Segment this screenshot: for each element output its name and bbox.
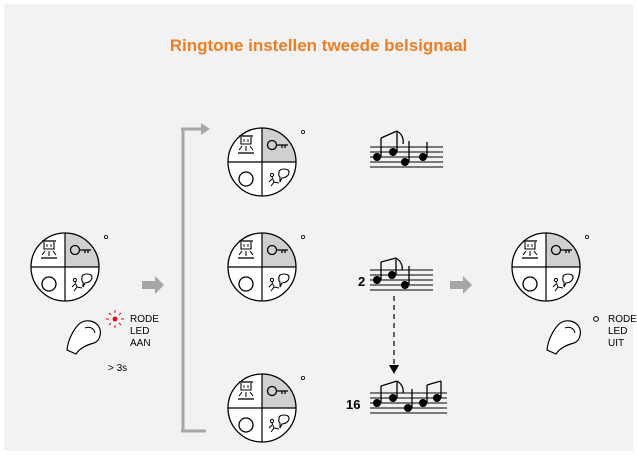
sequence-module-3	[228, 374, 305, 442]
step-number-16: 16	[346, 397, 360, 412]
end-led-label-line-2: LED	[608, 326, 627, 337]
flow-arrow-1	[142, 276, 164, 294]
start-intercom-module: RODE LED AAN > 3s	[31, 233, 159, 374]
start-led-label-line-3: AAN	[130, 338, 151, 349]
music-notes-icon-1	[370, 130, 443, 168]
end-led-label-line-3: UIT	[608, 338, 624, 349]
start-led-label-line-1: RODE	[130, 314, 159, 325]
step-number-2: 2	[358, 274, 365, 289]
diagram-panel	[4, 4, 633, 451]
music-notes-icon-3	[370, 380, 447, 414]
sequence-module-2	[228, 233, 305, 301]
hand-press-icon	[546, 320, 581, 355]
red-led-off-icon	[593, 316, 599, 322]
end-intercom-module: RODE LED UIT	[512, 233, 637, 355]
sequence-module-1	[228, 128, 305, 196]
red-led-on-icon	[112, 316, 118, 322]
led-glow-icon	[106, 310, 124, 328]
diagram-title: Ringtone instellen tweede belsignaal	[169, 36, 468, 55]
dashed-down-arrow	[389, 296, 399, 374]
start-led-label-line-2: LED	[130, 326, 149, 337]
press-duration-label: > 3s	[108, 363, 127, 374]
hand-press-icon	[66, 320, 101, 355]
music-notes-icon-2	[370, 257, 433, 291]
flow-arrow-2	[450, 276, 472, 294]
end-led-label-line-1: RODE	[608, 314, 637, 325]
loop-bracket	[181, 123, 210, 433]
